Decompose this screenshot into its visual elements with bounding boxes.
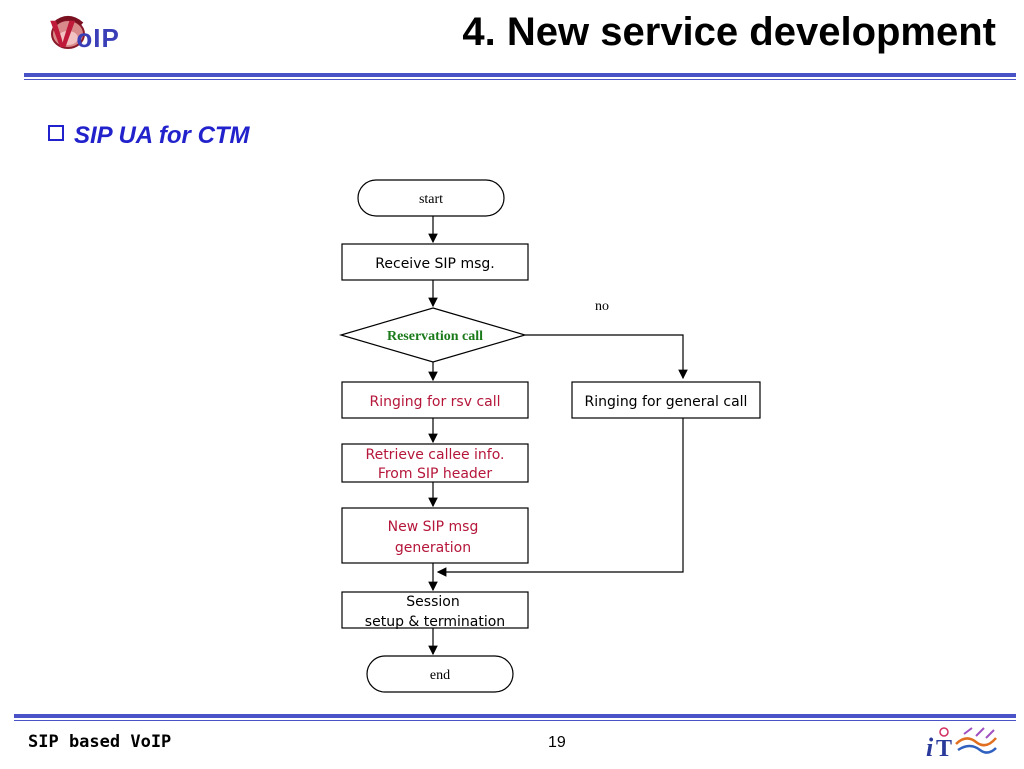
- start-terminator: [357, 179, 505, 217]
- receive-box: [341, 243, 529, 281]
- svg-text:i: i: [926, 733, 934, 762]
- ringing-general-label: Ringing for general call: [585, 394, 748, 410]
- it-logo: i T: [924, 724, 1000, 764]
- no-label: no: [595, 299, 609, 314]
- connector-general-merge: [436, 418, 684, 577]
- newmsg-label-line1: New SIP msg: [388, 519, 479, 535]
- retrieve-label-line2: From SIP header: [378, 466, 493, 482]
- voip-logo: [48, 12, 138, 58]
- newmsg-label-line2: generation: [395, 540, 471, 556]
- header-divider-thin: [24, 79, 1016, 80]
- ringing-general-box: [571, 381, 761, 419]
- svg-text:T: T: [936, 736, 952, 762]
- logo-text: VoIP: [50, 14, 120, 56]
- ringing-rsv-box: [341, 381, 529, 419]
- footer-divider-thin: [14, 720, 1016, 721]
- start-label: start: [419, 192, 443, 207]
- telephone-icon: [51, 16, 85, 49]
- page-title: 4. New service development: [462, 10, 996, 54]
- session-label-line1: Session: [406, 594, 459, 610]
- it-brand-icon: i T: [926, 727, 997, 762]
- decision-label: Reservation call: [387, 329, 483, 344]
- footer-divider: [14, 714, 1016, 718]
- session-box: [341, 591, 529, 629]
- header-divider: [24, 73, 1016, 77]
- connector-decision-general: [525, 334, 688, 380]
- end-label: end: [430, 668, 450, 683]
- retrieve-box: [341, 443, 529, 483]
- footer-title: SIP based VoIP: [28, 732, 172, 752]
- ringing-rsv-label: Ringing for rsv call: [369, 394, 500, 410]
- section-heading: SIP UA for CTM: [48, 122, 250, 150]
- session-label-line2: setup & termination: [365, 614, 505, 630]
- checkbox-bullet-icon: [48, 125, 64, 141]
- section-title: SIP UA for CTM: [74, 122, 250, 149]
- newmsg-box: [341, 507, 529, 564]
- page-number: 19: [548, 734, 566, 751]
- end-terminator: [366, 655, 514, 693]
- receive-label: Receive SIP msg.: [375, 256, 494, 272]
- retrieve-label-line1: Retrieve callee info.: [365, 447, 504, 463]
